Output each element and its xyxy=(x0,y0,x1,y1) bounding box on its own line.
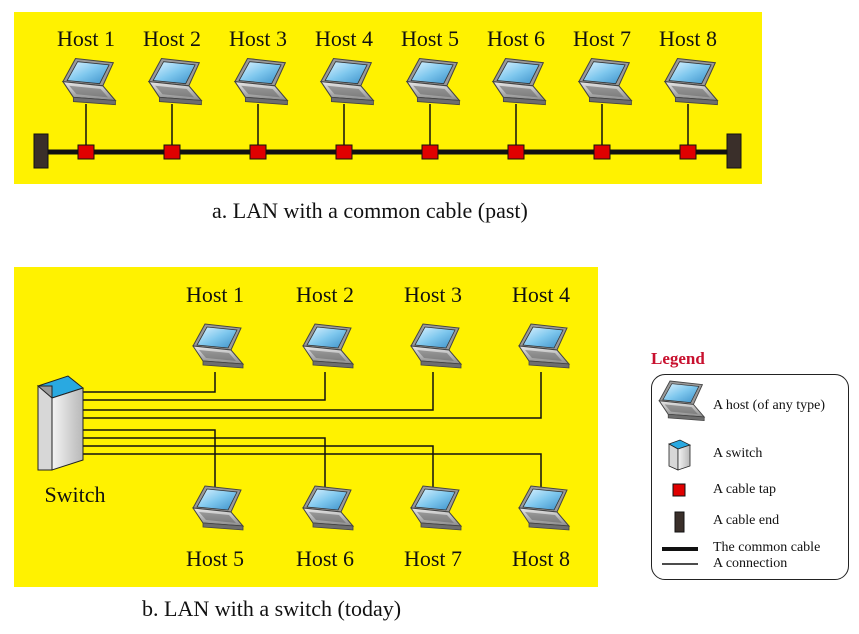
host-label: Host 8 xyxy=(659,26,717,51)
legend-switch-label: A switch xyxy=(713,446,763,461)
host-laptop-icon xyxy=(148,57,202,106)
host-label: Host 3 xyxy=(229,26,287,51)
legend-icons xyxy=(658,380,705,565)
host-label: Host 7 xyxy=(573,26,631,51)
cable-tap xyxy=(77,144,95,160)
host-laptop-icon xyxy=(518,323,570,369)
host-laptop-icon xyxy=(192,323,244,369)
host-label: Host 3 xyxy=(404,282,462,307)
cable-tap xyxy=(163,144,181,160)
legend-switch-icon xyxy=(668,439,692,471)
legend-title: Legend xyxy=(651,349,705,368)
cable-tap xyxy=(679,144,697,160)
cable-tap xyxy=(507,144,525,160)
caption-switch: b. LAN with a switch (today) xyxy=(142,596,402,621)
caption-common-cable: a. LAN with a common cable (past) xyxy=(212,198,528,223)
connection-line xyxy=(83,429,216,488)
legend-host-label: A host (of any type) xyxy=(713,398,825,413)
host-laptop-icon xyxy=(234,57,288,106)
host-label: Host 4 xyxy=(512,282,570,307)
connection-line xyxy=(83,372,542,419)
legend-cable-end-label: A cable end xyxy=(713,513,780,528)
host-label: Host 6 xyxy=(487,26,545,51)
switch-icon xyxy=(37,375,85,471)
panel-switch xyxy=(14,267,598,587)
connection-line xyxy=(83,437,326,488)
legend-cable-tap-icon xyxy=(672,483,686,497)
host-label: Host 2 xyxy=(143,26,201,51)
host-laptop-icon xyxy=(518,485,570,531)
switch-label: Switch xyxy=(44,482,105,507)
host-laptop-icon xyxy=(410,323,462,369)
common-cable-layout: Host 1 Host 2 Host 3 Host 4 Host 5 Host 6 Host… xyxy=(33,26,742,169)
host-label: Host 5 xyxy=(186,546,244,571)
switch-layout: Host 1 Host 5 Host 2 Host 6 Host 3 Host 7 Host… xyxy=(37,282,570,571)
legend-box xyxy=(651,374,849,580)
connection-line xyxy=(83,445,434,488)
host-label: Host 1 xyxy=(57,26,115,51)
cable-tap xyxy=(335,144,353,160)
host-laptop-icon xyxy=(62,57,116,106)
panel-common-cable xyxy=(14,12,762,184)
cable-tap xyxy=(421,144,439,160)
host-label: Host 6 xyxy=(296,546,354,571)
legend-cable-tap-label: A cable tap xyxy=(713,482,776,497)
host-laptop-icon xyxy=(492,57,546,106)
host-label: Host 8 xyxy=(512,546,570,571)
host-laptop-icon xyxy=(192,485,244,531)
host-laptop-icon xyxy=(302,323,354,369)
host-label: Host 5 xyxy=(401,26,459,51)
legend-common-cable-label: The common cable xyxy=(713,540,821,555)
host-label: Host 1 xyxy=(186,282,244,307)
cable-end-right xyxy=(726,133,742,169)
host-laptop-icon xyxy=(410,485,462,531)
host-laptop-icon xyxy=(302,485,354,531)
legend-connection-label: A connection xyxy=(713,556,788,571)
host-laptop-icon xyxy=(664,57,718,106)
cable-tap xyxy=(249,144,267,160)
host-label: Host 7 xyxy=(404,546,462,571)
connection-line xyxy=(83,372,434,411)
connection-line xyxy=(83,453,542,488)
host-laptop-icon xyxy=(406,57,460,106)
legend-cable-end-icon xyxy=(674,511,685,533)
host-laptop-icon xyxy=(320,57,374,106)
cable-end-left xyxy=(33,133,49,169)
host-laptop-icon xyxy=(578,57,632,106)
host-label: Host 4 xyxy=(315,26,373,51)
connection-line xyxy=(83,372,216,393)
connection-line xyxy=(83,372,326,401)
cable-tap xyxy=(593,144,611,160)
host-label: Host 2 xyxy=(296,282,354,307)
